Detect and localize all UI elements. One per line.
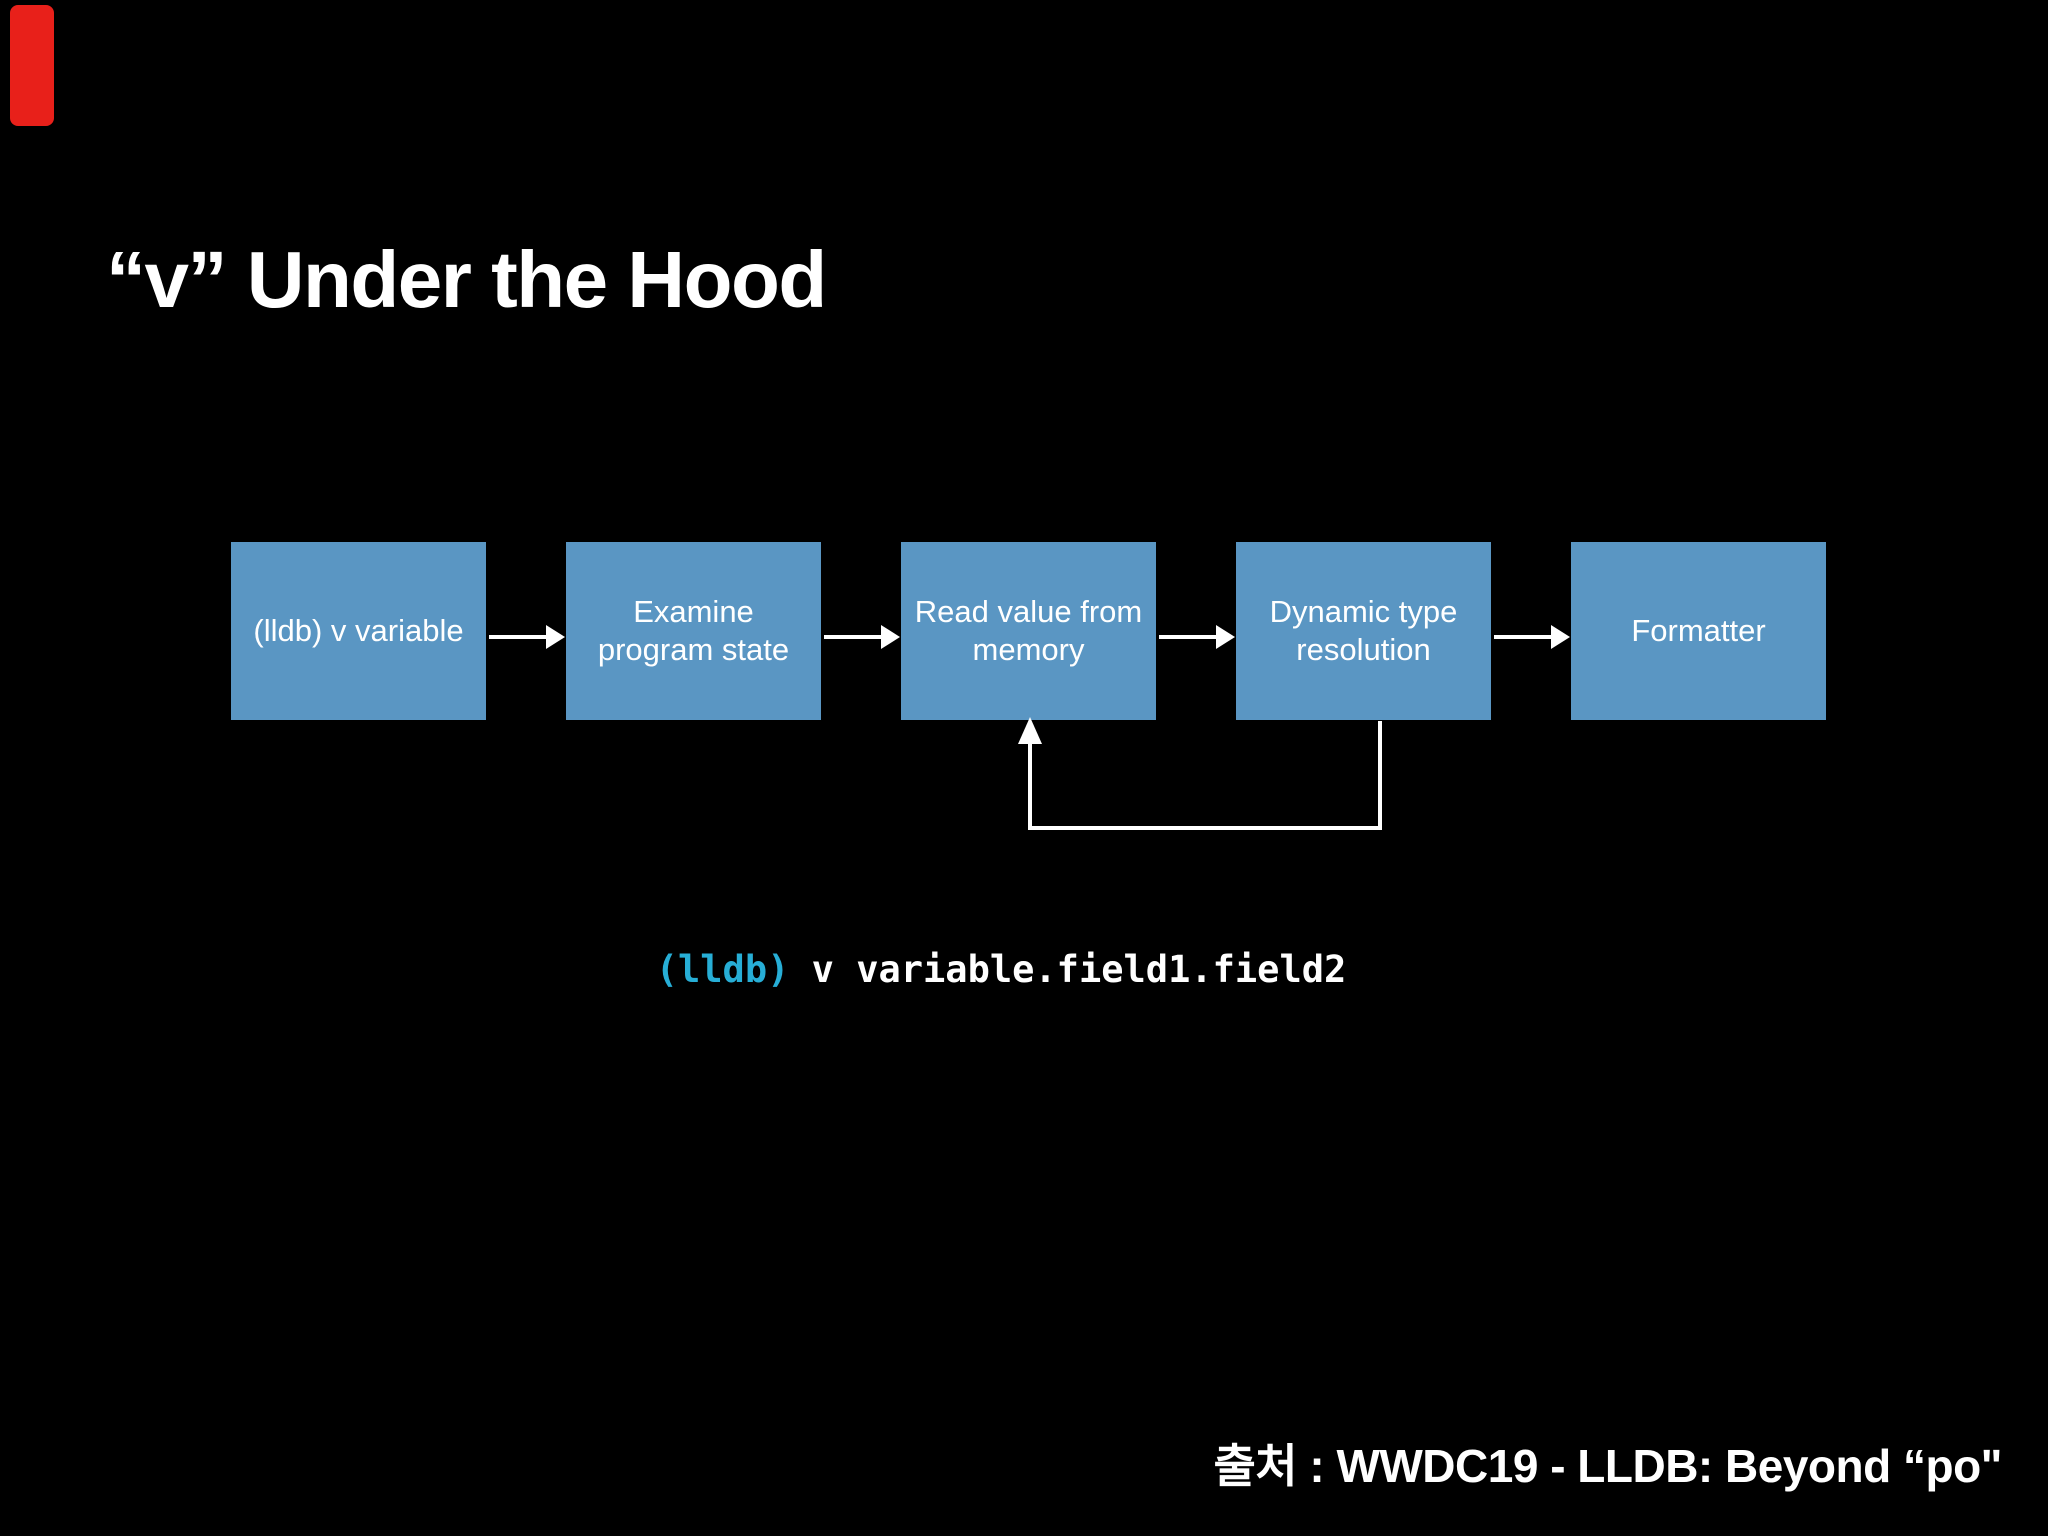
flow-box-label: memory [972,632,1085,667]
flow-box-label: Read value from [914,594,1143,629]
flow-arrow-4 [1494,625,1570,649]
flow-box-lldb-v-variable: (lldb) v variable [231,542,486,720]
flow-box-examine-program-state: Examine program state [566,542,821,720]
flow-box-label: Examine [633,594,754,629]
flow-box-label: (lldb) v variable [253,613,464,648]
flow-box-label: Dynamic type [1269,594,1458,629]
lldb-command: v variable.field1.field2 [789,948,1347,991]
slide-title: “v” Under the Hood [106,235,827,324]
flow-box-label: Formatter [1631,613,1766,648]
flow-box-label: program state [597,632,790,667]
flow-box-formatter: Formatter [1571,542,1826,720]
flow-arrow-2 [824,625,900,649]
flow-box-label: resolution [1296,632,1431,667]
flow-box-read-value-from-memory: Read value from memory [901,542,1156,720]
red-marker-bar [10,5,54,126]
flow-arrow-1 [489,625,565,649]
flow-box-dynamic-type-resolution: Dynamic type resolution [1236,542,1491,720]
lldb-prompt: (lldb) [655,948,790,991]
loop-back-arrow [1018,717,1382,830]
lldb-command-line: (lldb) v variable.field1.field2 [0,948,2025,992]
source-credit: 출처 : WWDC19 - LLDB: Beyond “po" [1213,1440,2002,1492]
flow-arrow-3 [1159,625,1235,649]
